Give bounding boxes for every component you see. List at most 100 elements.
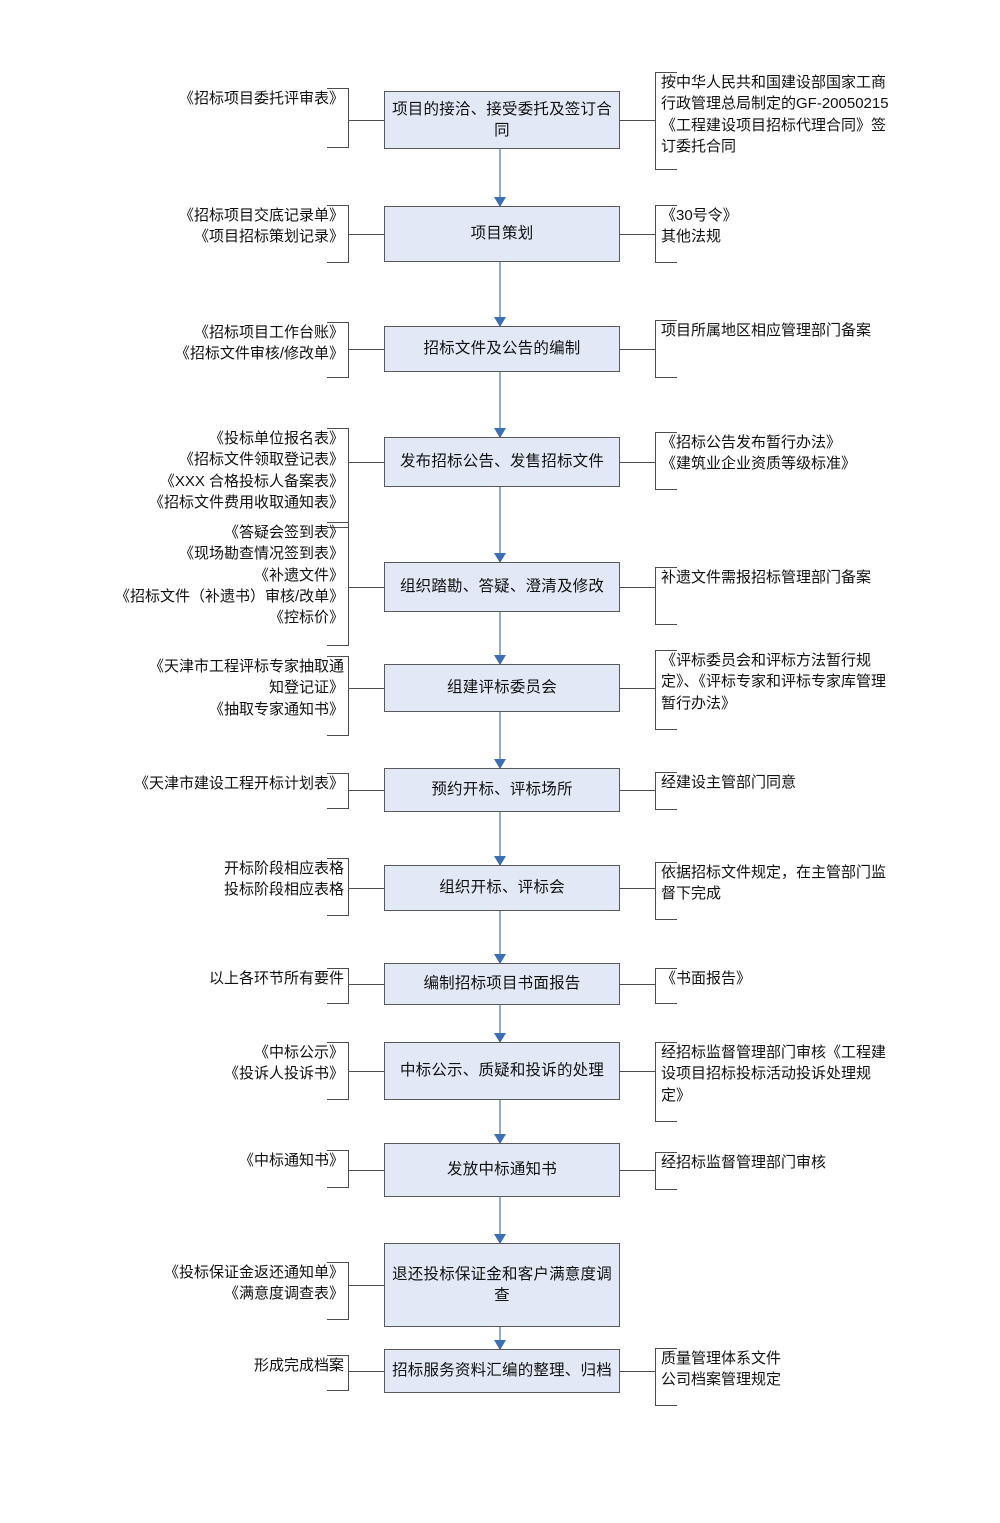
process-box-label: 发布招标公告、发售招标文件 xyxy=(399,453,605,471)
bracket-tick-top xyxy=(327,656,350,657)
input-annotation-refund-deposit-survey: 《投标保证金返还通知单》《满意度调查表》 xyxy=(140,1262,350,1320)
bracket-tick-bottom xyxy=(654,729,677,730)
connector-left-organize-bid-opening xyxy=(349,888,384,889)
bracket-tick-top xyxy=(327,858,350,859)
flow-arrow-6 xyxy=(494,712,506,769)
reference-annotation-archive-documents: 质量管理体系文件公司档案管理规定 xyxy=(654,1348,890,1406)
reference-annotation-written-report: 《书面报告》 xyxy=(654,968,890,1004)
connector-left-form-evaluation-committee xyxy=(349,688,384,689)
annotation-line: 按中华人民共和国建设部国家工商行政管理总局制定的GF-20050215《工程建设… xyxy=(661,74,889,155)
connector-right-archive-documents xyxy=(620,1371,655,1372)
bracket-tick-top xyxy=(654,772,677,773)
bracket-tick-bottom xyxy=(327,1319,350,1320)
reference-annotation-project-intake: 按中华人民共和国建设部国家工商行政管理总局制定的GF-20050215《工程建设… xyxy=(654,72,890,170)
bracket-tick-bottom xyxy=(327,262,350,263)
annotation-line: 《现场勘查情况签到表》 xyxy=(178,545,344,563)
annotation-line: 《招标文件审核/修改单》 xyxy=(174,345,344,363)
bracket-tick-top xyxy=(327,88,350,89)
annotation-line: 补遗文件需报招标管理部门备案 xyxy=(661,569,872,586)
connector-left-issue-award-notice xyxy=(349,1170,384,1171)
annotation-line: 经建设主管部门同意 xyxy=(661,774,797,791)
connector-left-award-publicity-complaints xyxy=(349,1071,384,1072)
bracket-tick-bottom xyxy=(654,489,677,490)
process-box-form-evaluation-committee[interactable]: 组建评标委员会 xyxy=(384,664,620,712)
annotation-line: 公司档案管理规定 xyxy=(661,1371,782,1389)
annotation-line: 经招标监督管理部门审核《工程建设项目招标投标活动投诉处理规定》 xyxy=(661,1044,887,1104)
connector-left-site-survey-clarification xyxy=(349,587,384,588)
bracket-tick-bottom xyxy=(654,1003,677,1004)
annotation-line: 《抽取专家通知书》 xyxy=(208,700,344,718)
annotation-line: 《满意度调查表》 xyxy=(223,1285,344,1303)
bracket-tick-top xyxy=(327,1262,350,1263)
reference-annotation-organize-bid-opening: 依据招标文件规定，在主管部门监督下完成 xyxy=(654,862,890,920)
process-box-written-report[interactable]: 编制招标项目书面报告 xyxy=(384,963,620,1005)
flow-arrow-9 xyxy=(494,1005,506,1043)
bracket-tick-top xyxy=(654,320,677,321)
reference-annotation-form-evaluation-committee: 《评标委员会和评标方法暂行规定》、《评标专家和评标专家库管理暂行办法》 xyxy=(654,650,890,730)
bracket-tick-top xyxy=(654,72,677,73)
bracket-tick-bottom xyxy=(654,919,677,920)
bracket-tick-bottom xyxy=(654,1121,677,1122)
arrow-head-icon xyxy=(494,1340,506,1350)
connector-right-publish-announcement xyxy=(620,462,655,463)
bracket-tick-top xyxy=(327,428,350,429)
process-box-tender-document-preparation[interactable]: 招标文件及公告的编制 xyxy=(384,326,620,372)
bracket-tick-top xyxy=(654,432,677,433)
flow-arrow-12 xyxy=(494,1327,506,1350)
process-box-label: 预约开标、评标场所 xyxy=(431,781,573,799)
bracket-tick-top xyxy=(327,968,350,969)
arrow-head-icon xyxy=(494,759,506,769)
bracket-tick-top xyxy=(654,1348,677,1349)
process-box-issue-award-notice[interactable]: 发放中标通知书 xyxy=(384,1143,620,1197)
annotation-line: 形成完成档案 xyxy=(253,1357,344,1374)
connector-right-issue-award-notice xyxy=(620,1170,655,1171)
flow-arrow-4 xyxy=(494,487,506,563)
bracket-tick-bottom xyxy=(654,377,677,378)
process-box-label: 发放中标通知书 xyxy=(447,1161,557,1179)
bracket-tick-bottom xyxy=(327,1390,350,1391)
arrow-head-icon xyxy=(494,428,506,438)
bracket-tick-top xyxy=(654,862,677,863)
bracket-tick-bottom xyxy=(327,377,350,378)
process-box-label: 招标服务资料汇编的整理、归档 xyxy=(392,1362,612,1380)
input-annotation-issue-award-notice: 《中标通知书》 xyxy=(190,1150,350,1188)
bracket-tick-bottom xyxy=(654,262,677,263)
annotation-line: 《投标单位报名表》 xyxy=(208,430,344,447)
bracket-tick-bottom xyxy=(327,1187,350,1188)
bracket-tick-bottom xyxy=(327,645,350,646)
annotation-line: 《评标委员会和评标方法暂行规定》、《评标专家和评标专家库管理暂行办法》 xyxy=(661,652,887,712)
process-box-label: 项目的接洽、接受委托及签订合同 xyxy=(392,100,612,139)
annotation-line: 开标阶段相应表格 xyxy=(223,860,344,877)
bracket-tick-bottom xyxy=(327,915,350,916)
input-annotation-written-report: 以上各环节所有要件 xyxy=(180,968,350,1004)
process-box-label: 组织开标、评标会 xyxy=(439,879,565,897)
bracket-tick-top xyxy=(327,205,350,206)
process-box-project-planning[interactable]: 项目策划 xyxy=(384,206,620,262)
connector-right-written-report xyxy=(620,984,655,985)
flow-arrow-5 xyxy=(494,612,506,665)
annotation-line: 《招标文件（补遗书）审核/改单》 xyxy=(115,587,345,605)
connector-right-organize-bid-opening xyxy=(620,888,655,889)
process-box-label: 中标公示、质疑和投诉的处理 xyxy=(399,1062,605,1080)
process-box-archive-documents[interactable]: 招标服务资料汇编的整理、归档 xyxy=(384,1349,620,1393)
process-box-publish-announcement[interactable]: 发布招标公告、发售招标文件 xyxy=(384,437,620,487)
process-box-organize-bid-opening[interactable]: 组织开标、评标会 xyxy=(384,865,620,911)
annotation-line: 《控标价》 xyxy=(268,609,344,627)
process-box-project-intake[interactable]: 项目的接洽、接受委托及签订合同 xyxy=(384,91,620,149)
input-annotation-reserve-venue: 《天津市建设工程开标计划表》 xyxy=(105,773,350,809)
bracket-tick-bottom xyxy=(654,1405,677,1406)
process-box-refund-deposit-survey[interactable]: 退还投标保证金和客户满意度调查 xyxy=(384,1243,620,1327)
process-box-reserve-venue[interactable]: 预约开标、评标场所 xyxy=(384,768,620,812)
connector-right-award-publicity-complaints xyxy=(620,1071,655,1072)
input-annotation-organize-bid-opening: 开标阶段相应表格投标阶段相应表格 xyxy=(180,858,350,916)
annotation-line: 《补遗文件》 xyxy=(253,566,344,584)
bracket-tick-top xyxy=(327,1042,350,1043)
process-box-award-publicity-complaints[interactable]: 中标公示、质疑和投诉的处理 xyxy=(384,1042,620,1100)
process-box-site-survey-clarification[interactable]: 组织踏勘、答疑、澄清及修改 xyxy=(384,562,620,612)
input-annotation-site-survey-clarification: 《答疑会签到表》《现场勘查情况签到表》《补遗文件》《招标文件（补遗书）审核/改单… xyxy=(115,522,350,646)
bracket-tick-top xyxy=(327,773,350,774)
process-box-label: 招标文件及公告的编制 xyxy=(423,340,581,358)
bracket-tick-bottom xyxy=(654,169,677,170)
arrow-head-icon xyxy=(494,1234,506,1244)
